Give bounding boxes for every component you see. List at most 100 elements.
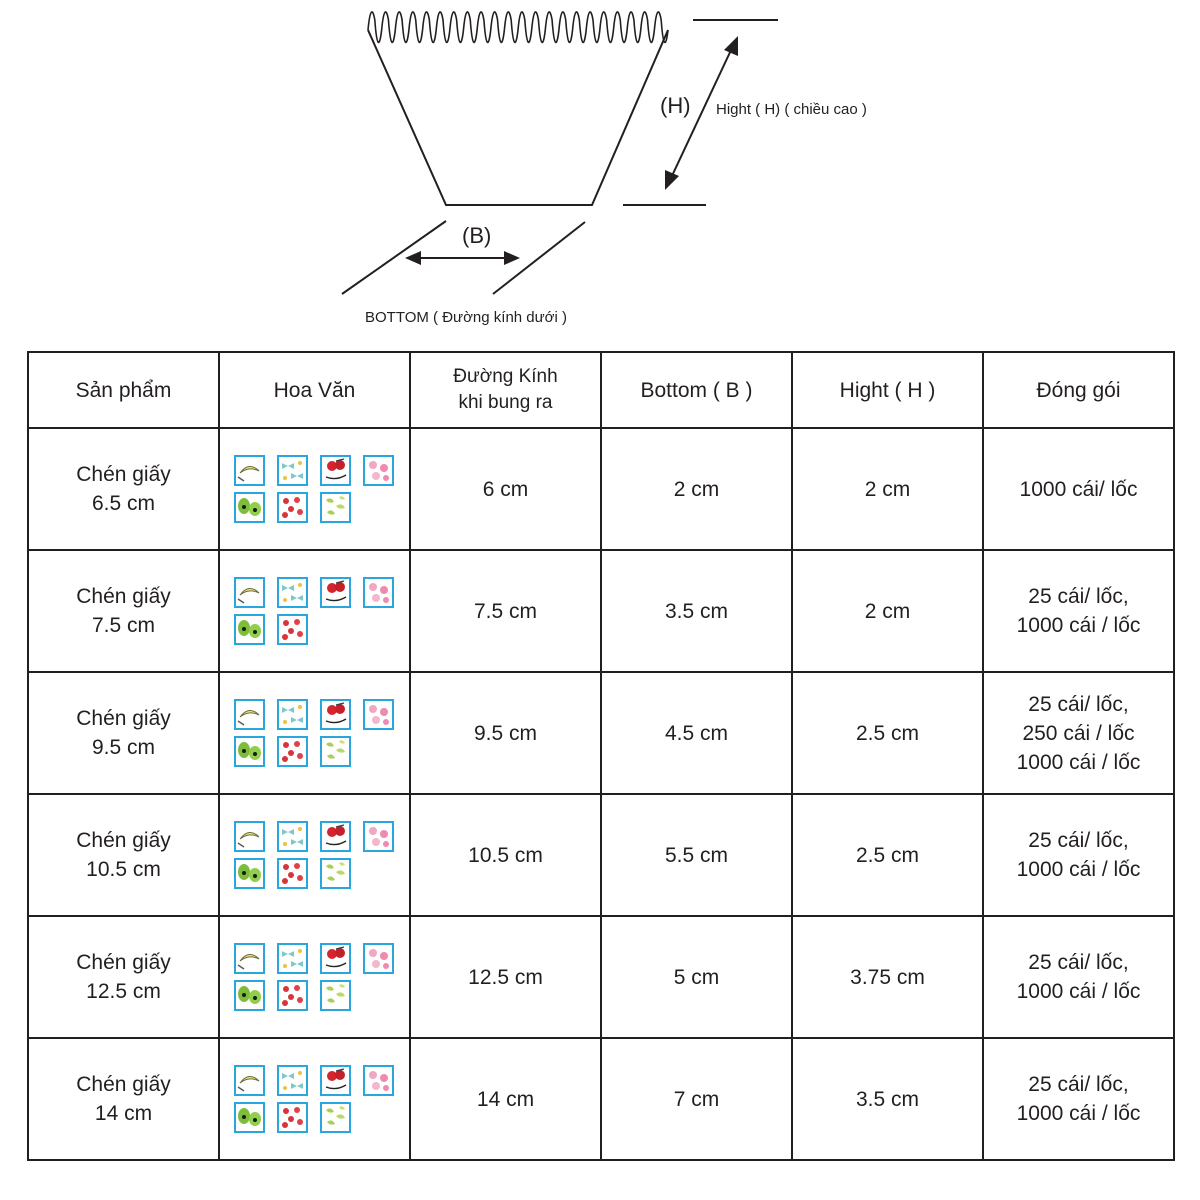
- diameter-cell: 6 cm: [409, 427, 602, 551]
- header-pattern: Hoa Văn: [218, 351, 411, 429]
- strawberry-icon: [277, 858, 308, 889]
- packing-line: 25 cái/ lốc,: [1028, 829, 1129, 852]
- product-cell: Chén giấy 7.5 cm: [27, 549, 220, 673]
- bottom-right-line: [492, 221, 586, 295]
- bottom-arrow-head-left: [405, 251, 421, 265]
- strawberry-icon: [277, 1102, 308, 1133]
- packing-cell: 25 cái/ lốc,1000 cái / lốc: [982, 915, 1175, 1039]
- product-cell: Chén giấy 6.5 cm: [27, 427, 220, 551]
- bow-pattern-icon: [277, 943, 308, 974]
- packing-line: 1000 cái / lốc: [1016, 614, 1141, 637]
- bottom-cell: 2 cm: [600, 427, 793, 551]
- product-name: Chén giấy: [76, 951, 171, 974]
- cup-rim-wave: [367, 11, 669, 44]
- pattern-swatch-grid: [234, 699, 404, 767]
- table-row: Chén giấy 6.5 cm 6 cm 2 cm 2 cm 1000 cái…: [27, 427, 1175, 551]
- leaf-pattern-icon: [320, 980, 351, 1011]
- bow-pattern-icon: [277, 577, 308, 608]
- packing-line: 25 cái/ lốc,: [1028, 692, 1129, 716]
- banana-icon: [234, 1065, 265, 1096]
- bottom-cell: 7 cm: [600, 1037, 793, 1161]
- packing-cell: 25 cái/ lốc,1000 cái / lốc: [982, 1037, 1175, 1161]
- pear-icon: [234, 980, 265, 1011]
- pink-flower-icon: [363, 1065, 394, 1096]
- product-cell: Chén giấy 10.5 cm: [27, 793, 220, 917]
- bow-pattern-icon: [277, 821, 308, 852]
- pattern-swatch-grid: [234, 821, 404, 889]
- packing-line: 1000 cái / lốc: [1016, 1102, 1141, 1125]
- leaf-pattern-icon: [320, 1102, 351, 1133]
- pattern-cell: [218, 549, 411, 673]
- packing-line: 1000 cái / lốc: [1016, 980, 1141, 1003]
- packing-cell: 25 cái/ lốc, 1000 cái / lốc: [982, 793, 1175, 917]
- header-bottom: Bottom ( B ): [600, 351, 793, 429]
- height-arrow-head-top: [724, 36, 738, 56]
- cherry-icon: [320, 699, 351, 730]
- table-row: Chén giấy 14 cm 14 cm 7 cm 3.5 cm 25 cái…: [27, 1037, 1175, 1161]
- cup-dimension-diagram: (H) Hight ( H) ( chiều cao ) (B) BOTTOM …: [341, 11, 867, 326]
- pink-flower-icon: [363, 577, 394, 608]
- pear-icon: [234, 492, 265, 523]
- bottom-cell: 3.5 cm: [600, 549, 793, 673]
- height-marker: (H): [660, 93, 691, 118]
- diameter-cell: 9.5 cm: [409, 671, 602, 795]
- pattern-swatch-grid: [234, 577, 404, 645]
- bow-pattern-icon: [277, 455, 308, 486]
- product-size: 14 cm: [94, 1102, 153, 1125]
- pear-icon: [234, 1102, 265, 1133]
- header-diameter-line1: Đường Kính: [453, 366, 558, 387]
- product-size: 9.5 cm: [91, 736, 156, 759]
- product-name: Chén giấy: [76, 829, 171, 852]
- table-row: Chén giấy 12.5 cm 12.5 cm 5 cm 3.75 cm 2…: [27, 915, 1175, 1039]
- product-spec-table: Sản phẩm Hoa Văn Đường Kính khi bung ra …: [27, 351, 1175, 1161]
- strawberry-icon: [277, 492, 308, 523]
- height-label: Hight ( H) ( chiều cao ): [716, 101, 867, 118]
- bottom-left-line: [341, 220, 447, 295]
- product-cell: Chén giấy 12.5 cm: [27, 915, 220, 1039]
- product-name: Chén giấy: [76, 1073, 171, 1096]
- product-size: 7.5 cm: [91, 614, 156, 637]
- bottom-marker: (B): [462, 223, 491, 248]
- packing-cell: 25 cái/ lốc,1000 cái / lốc: [982, 549, 1175, 673]
- leaf-pattern-icon: [320, 736, 351, 767]
- cherry-icon: [320, 455, 351, 486]
- table-row: Chén giấy 7.5 cm 7.5 cm 3.5 cm 2 cm 25 c…: [27, 549, 1175, 673]
- strawberry-icon: [277, 980, 308, 1011]
- diameter-cell: 7.5 cm: [409, 549, 602, 673]
- pattern-swatch-grid: [234, 1065, 404, 1133]
- diameter-cell: 14 cm: [409, 1037, 602, 1161]
- pattern-swatch-grid: [234, 455, 404, 523]
- header-height: Hight ( H ): [791, 351, 984, 429]
- packing-line: 1000 cái / lốc: [1016, 858, 1141, 881]
- diameter-cell: 12.5 cm: [409, 915, 602, 1039]
- banana-icon: [234, 577, 265, 608]
- bottom-cell: 5.5 cm: [600, 793, 793, 917]
- header-packing: Đóng gói: [982, 351, 1175, 429]
- table-row: Chén giấy 10.5 cm 10.5 cm 5.5 cm 2.5 cm …: [27, 793, 1175, 917]
- height-cell: 2 cm: [791, 427, 984, 551]
- pink-flower-icon: [363, 699, 394, 730]
- product-cell: Chén giấy 9.5 cm: [27, 671, 220, 795]
- cherry-icon: [320, 1065, 351, 1096]
- pear-icon: [234, 614, 265, 645]
- strawberry-icon: [277, 614, 308, 645]
- bottom-label: BOTTOM ( Đường kính dưới ): [365, 309, 567, 326]
- height-cell: 3.75 cm: [791, 915, 984, 1039]
- product-name: Chén giấy: [76, 707, 171, 730]
- header-product: Sản phẩm: [27, 351, 220, 429]
- product-size: 12.5 cm: [86, 980, 161, 1003]
- banana-icon: [234, 699, 265, 730]
- height-arrow: [670, 47, 733, 179]
- product-cell: Chén giấy 14 cm: [27, 1037, 220, 1161]
- bottom-cell: 4.5 cm: [600, 671, 793, 795]
- height-cell: 3.5 cm: [791, 1037, 984, 1161]
- pattern-cell: [218, 915, 411, 1039]
- pattern-cell: [218, 671, 411, 795]
- packing-line: 1000 cái/ lốc: [1019, 477, 1138, 501]
- packing-line: 250 cái / lốc: [1022, 721, 1135, 745]
- bottom-arrow-head-right: [504, 251, 520, 265]
- cherry-icon: [320, 821, 351, 852]
- table-header-row: Sản phẩm Hoa Văn Đường Kính khi bung ra …: [27, 351, 1175, 429]
- height-cell: 2.5 cm: [791, 793, 984, 917]
